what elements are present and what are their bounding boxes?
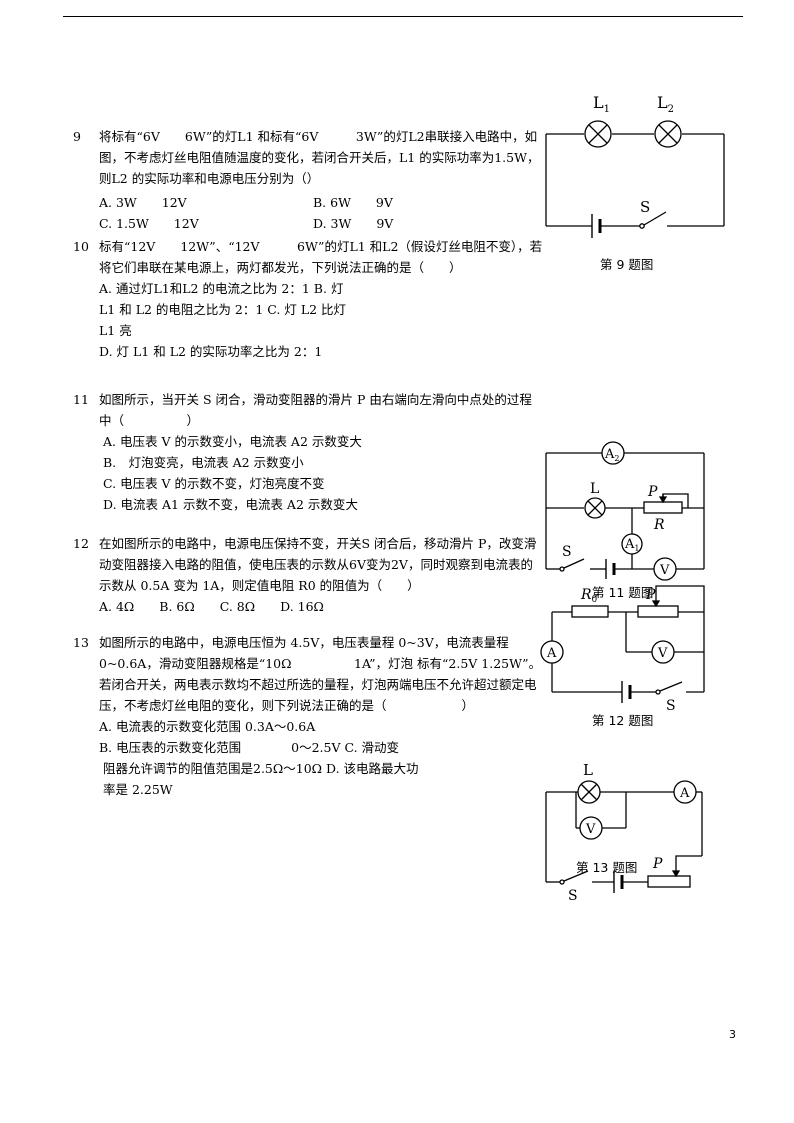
label-p: P xyxy=(652,856,663,872)
option-c: C. 电压表 V 的示数不变，灯泡亮度不变 xyxy=(103,476,325,491)
figure-13-circuit: L A V P S xyxy=(536,756,716,906)
option-line: 率是 2.25W xyxy=(103,782,173,797)
figure-13-caption: 第 13 题图 xyxy=(576,860,638,875)
figure-9-caption: 第 9 题图 xyxy=(600,257,654,272)
question-10: 10 标有“12V 12W”、“12V 6W”的灯L1 和L2（假设灯丝电阻不变… xyxy=(73,236,543,362)
option-line: B. 电压表的示数变化范围 0～2.5V C. 滑动变 xyxy=(99,740,400,755)
figure-9-circuit: L1 L2 S xyxy=(536,88,736,248)
label-l2: L2 xyxy=(657,93,674,115)
label-l: L xyxy=(583,761,593,779)
option-a: A. 电压表 V 的示数变小，电流表 A2 示数变大 xyxy=(103,434,362,449)
option-line: 阻器允许调节的阻值范围是2.5Ω～10Ω D. 该电路最大功 xyxy=(103,761,419,776)
label-r: R xyxy=(653,517,665,533)
question-12: 12 在如图所示的电路中，电源电压保持不变，开关S 闭合后，移动滑片 P，改变滑… xyxy=(73,533,543,617)
label-l1: L1 xyxy=(593,93,610,115)
label-s: S xyxy=(562,544,572,560)
ammeter-a2-icon xyxy=(601,441,625,465)
question-11: 11 如图所示，当开关 S 闭合，滑动变阻器的滑片 P 由右端向左滑向中点处的过… xyxy=(73,389,543,515)
lamp-l2-icon xyxy=(654,120,682,148)
question-number: 13 xyxy=(73,635,89,650)
question-stem: 标有“12V 12W”、“12V 6W”的灯L1 和L2（假设灯丝电阻不变），若… xyxy=(99,239,543,275)
label-p: P xyxy=(645,587,656,603)
label-a: A xyxy=(679,786,690,801)
question-stem: 如图所示的电路中，电源电压恒为 4.5V，电压表量程 0~3V，电流表量程 0~… xyxy=(99,635,542,734)
figure-11-circuit: A2 L P R A1 V S xyxy=(536,438,716,588)
question-stem: 将标有“6V 6W”的灯L1 和标有“6V 3W”的灯L2串联接入电路中，如图，… xyxy=(99,129,540,186)
label-v: V xyxy=(657,646,668,661)
option-line: L1 亮 xyxy=(99,323,132,338)
option-a: A. 3W 12V xyxy=(99,195,187,210)
header-rule xyxy=(63,16,743,17)
options: A. 4Ω B. 6Ω C. 8Ω D. 16Ω xyxy=(99,599,324,614)
figure-12-circuit: R0 P A V S xyxy=(536,582,716,712)
option-line: D. 灯 L1 和 L2 的实际功率之比为 2：1 xyxy=(99,344,323,359)
question-number: 11 xyxy=(73,392,89,407)
question-number: 12 xyxy=(73,536,89,551)
option-line: L1 和 L2 的电阻之比为 2：1 C. 灯 L2 比灯 xyxy=(99,302,347,317)
label-v: V xyxy=(585,822,596,837)
question-number: 10 xyxy=(73,239,89,254)
option-b: B. 灯泡变亮，电流表 A2 示数变小 xyxy=(103,455,304,470)
question-number: 9 xyxy=(73,129,81,144)
label-v: V xyxy=(659,563,670,578)
question-13: 13 如图所示的电路中，电源电压恒为 4.5V，电压表量程 0~3V，电流表量程… xyxy=(73,632,543,800)
label-a: A xyxy=(546,646,557,661)
label-a2: A2 xyxy=(604,447,619,463)
figure-12-caption: 第 12 题图 xyxy=(592,713,654,728)
label-s: S xyxy=(640,198,650,216)
question-9: 9 将标有“6V 6W”的灯L1 和标有“6V 3W”的灯L2串联接入电路中，如… xyxy=(73,126,543,234)
label-s: S xyxy=(568,888,578,904)
option-d: D. 3W 9V xyxy=(313,216,394,231)
label-s: S xyxy=(666,698,676,712)
label-r0: R0 xyxy=(580,587,598,605)
label-a1: A1 xyxy=(624,537,639,553)
option-line: A. 通过灯L1和L2 的电流之比为 2：1 B. 灯 xyxy=(99,281,344,296)
question-stem: 在如图所示的电路中，电源电压保持不变，开关S 闭合后，移动滑片 P，改变滑动变阻… xyxy=(99,536,537,593)
label-l: L xyxy=(590,481,599,497)
option-b: B. 6W 9V xyxy=(313,195,393,210)
label-p: P xyxy=(647,484,658,500)
option-c: C. 1.5W 12V xyxy=(99,216,199,231)
lamp-l1-icon xyxy=(584,120,612,148)
question-stem: 如图所示，当开关 S 闭合，滑动变阻器的滑片 P 由右端向左滑向中点处的过程中（… xyxy=(99,392,532,428)
page-number: 3 xyxy=(729,1028,736,1041)
figure-11-caption: 第 11 题图 xyxy=(592,582,654,601)
option-d: D. 电流表 A1 示数不变，电流表 A2 示数变大 xyxy=(103,497,358,512)
